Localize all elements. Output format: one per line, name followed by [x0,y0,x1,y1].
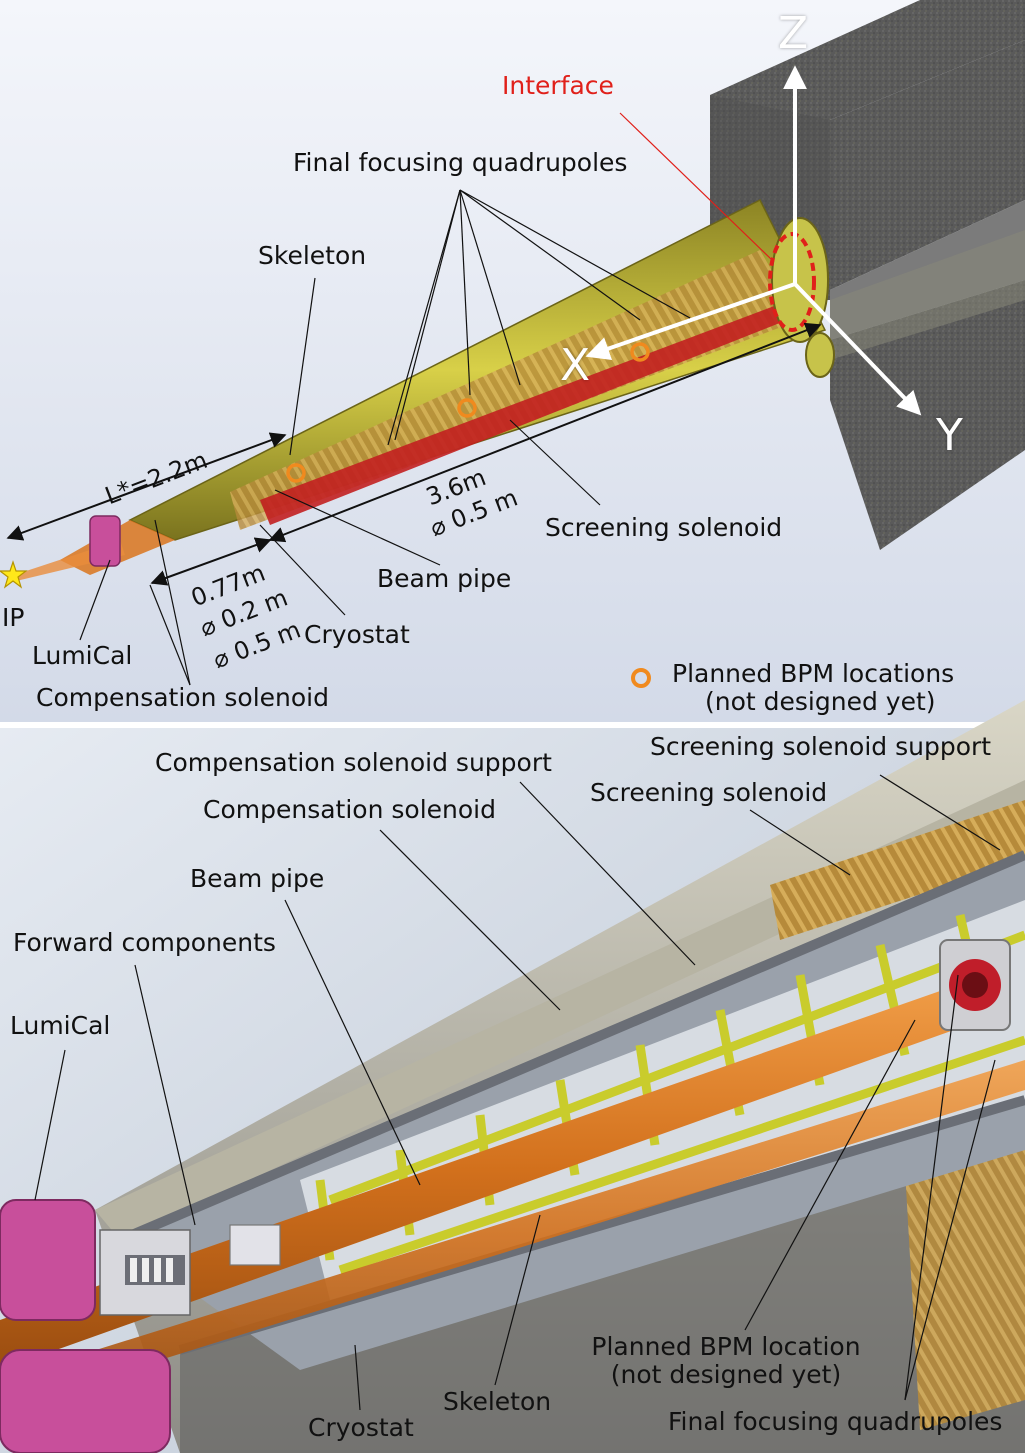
final-focusing-quadrupoles-label-bottom: Final focusing quadrupoles [668,1407,1003,1436]
lumical-bottom [0,1199,171,1453]
dimension-lines [6,322,822,686]
quadrupole-yoke [939,939,1011,1031]
forward-components-label: Forward components [13,928,276,957]
beam-pipes [0,970,1025,1410]
bpm-legend-line2: (not designed yet) [705,687,936,716]
compensation-solenoid-label-bottom: Compensation solenoid [203,795,496,824]
lumical-label-bottom: LumiCal [10,1011,111,1040]
planned-bpm-line1: Planned BPM location [591,1332,861,1361]
screening-solenoid-support-label: Screening solenoid support [650,732,992,761]
axis-x-label: X [560,340,591,391]
planned-bpm-line2: (not designed yet) [610,1360,842,1389]
compensation-solenoid-support-label: Compensation solenoid support [155,748,552,777]
ip-label: IP [2,603,25,632]
screening-solenoid-label: Screening solenoid [545,513,783,542]
beam-pipe-label: Beam pipe [377,564,512,593]
compensation-solenoid-label: Compensation solenoid [36,683,329,712]
cryostat-label-bottom: Cryostat [308,1413,414,1442]
bpm-legend-icon [631,668,651,688]
axis-z-label: Z [778,8,809,59]
beam-pipe-label-bottom: Beam pipe [190,864,325,893]
skeleton-label-bottom: Skeleton [443,1387,552,1416]
forward-components [99,1224,281,1316]
skeleton-label: Skeleton [258,241,367,270]
panel-divider [0,722,1025,728]
lumical-block [89,515,121,567]
ip-star [0,560,28,589]
cryostat-label: Cryostat [304,620,410,649]
axis-y-label: Y [936,410,963,461]
bottom-leader-lines [34,774,1001,1411]
final-focusing-quadrupoles-label: Final focusing quadrupoles [293,148,628,177]
lumical-label: LumiCal [32,641,133,670]
interface-label: Interface [502,71,614,100]
screening-solenoid-lower [905,1130,1025,1430]
screening-solenoid-label-bottom: Screening solenoid [590,778,828,807]
bpm-legend-line1: Planned BPM locations [672,659,955,688]
screening-solenoid-coils [770,800,1025,940]
